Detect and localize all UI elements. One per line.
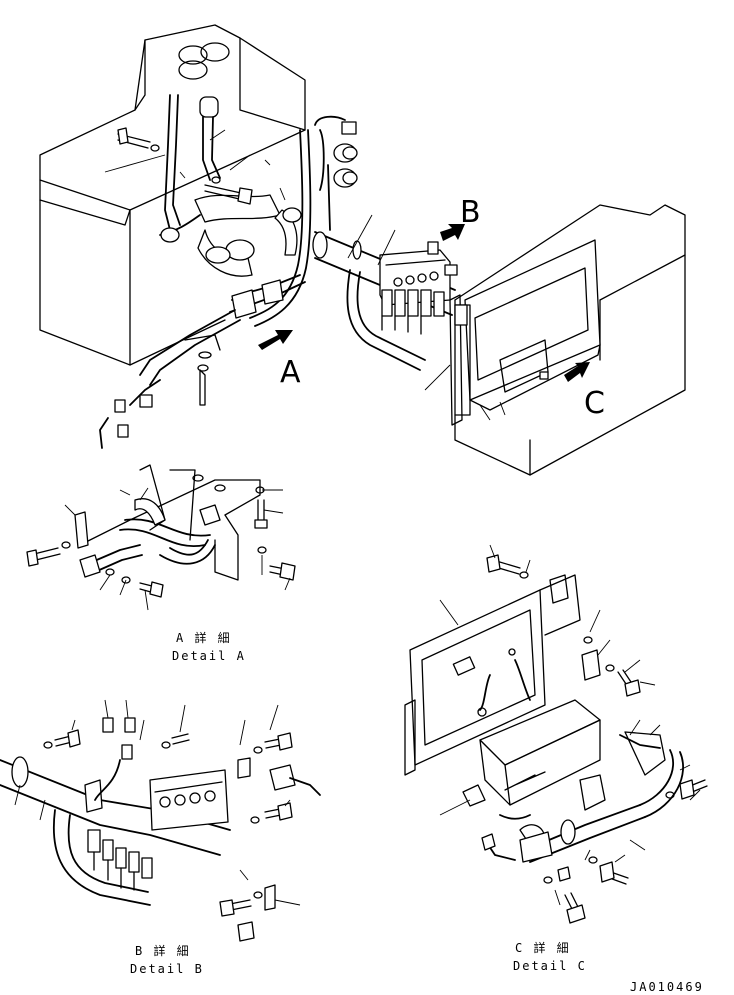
lower-harness bbox=[99, 309, 241, 449]
left-console-block bbox=[39, 24, 306, 366]
detail-b-caption-jp: B 詳 細 bbox=[135, 943, 191, 958]
view-letter-c: C bbox=[584, 386, 605, 421]
view-letter-b: B bbox=[460, 195, 481, 230]
hose-assembly bbox=[159, 94, 358, 327]
main-assembly-view: A B C bbox=[39, 24, 686, 476]
detail-b-view: B 詳 細 Detail B bbox=[0, 699, 321, 976]
relay-bracket-b bbox=[379, 241, 468, 335]
view-direction-arrow-icon bbox=[440, 224, 465, 241]
detail-c-view: C 詳 細 Detail C bbox=[404, 544, 708, 973]
drawing-number: JA010469 bbox=[630, 980, 704, 994]
view-direction-arrow-icon bbox=[258, 330, 293, 350]
right-panel-block bbox=[449, 204, 686, 476]
detail-a-caption-en: Detail A bbox=[172, 649, 246, 663]
detail-a-view: A 詳 細 Detail A bbox=[26, 464, 296, 663]
view-direction-arrow-icon bbox=[564, 362, 590, 382]
detail-c-caption-en: Detail C bbox=[513, 959, 587, 973]
view-letter-a: A bbox=[280, 355, 301, 390]
detail-b-caption-en: Detail B bbox=[130, 962, 204, 976]
main-bolts bbox=[117, 127, 253, 205]
detail-a-caption-jp: A 詳 細 bbox=[176, 630, 232, 645]
detail-c-caption-jp: C 詳 細 bbox=[515, 940, 571, 955]
main-leaders bbox=[104, 129, 506, 421]
